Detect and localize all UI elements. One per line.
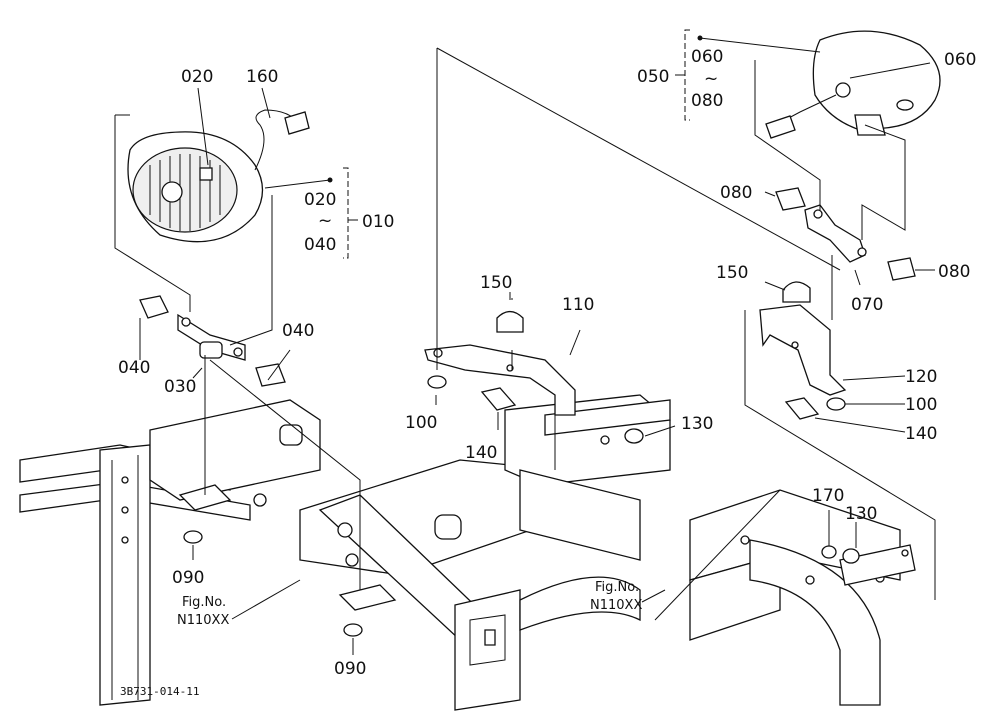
range-brackets [327, 29, 703, 259]
callout-120: 120 [905, 367, 937, 387]
fig-ref-right-label: Fig.No. [595, 580, 639, 595]
drawing-code: 3B731-014-11 [120, 685, 199, 698]
callout-040-left: 040 [118, 358, 150, 378]
callout-070: 070 [851, 295, 883, 315]
callout-140-left: 140 [465, 443, 497, 463]
callout-090-bottom: 090 [334, 659, 366, 679]
callout-130-mid: 130 [681, 414, 713, 434]
callout-040-range: 040 [304, 235, 336, 255]
callout-160: 160 [246, 67, 278, 87]
callout-030: 030 [164, 377, 196, 397]
assembly-lines [114, 37, 936, 655]
callout-130-bottom: 130 [845, 504, 877, 524]
range-tilde-left: ~ [318, 211, 332, 231]
callout-110: 110 [562, 295, 594, 315]
fig-ref-left-number: N110XX [177, 613, 229, 628]
callout-060: 060 [944, 50, 976, 70]
callout-100-left: 100 [405, 413, 437, 433]
callout-080-bolt: 080 [720, 183, 752, 203]
callout-020: 020 [181, 67, 213, 87]
callout-090-top: 090 [172, 568, 204, 588]
callout-010: 010 [362, 212, 394, 232]
center-bracket [424, 310, 644, 444]
fig-ref-left-label: Fig.No. [182, 595, 226, 610]
callout-170: 170 [812, 486, 844, 506]
range-tilde-right: ~ [704, 69, 718, 89]
right-work-light [759, 30, 941, 564]
callout-020-range: 020 [304, 190, 336, 210]
callout-150-right: 150 [716, 263, 748, 283]
callout-100-right: 100 [905, 395, 937, 415]
callout-labels: 020 160 020 ~ 040 010 040 030 040 090 09… [118, 47, 976, 698]
tractor-frame [19, 394, 916, 711]
callout-060-range: 060 [691, 47, 723, 67]
callout-080-right: 080 [938, 262, 970, 282]
callout-080-range: 080 [691, 91, 723, 111]
callout-040-right: 040 [282, 321, 314, 341]
left-work-light [127, 109, 397, 637]
callout-150-left: 150 [480, 273, 512, 293]
fig-ref-right-number: N110XX [590, 598, 642, 613]
callout-140-right: 140 [905, 424, 937, 444]
callout-050: 050 [637, 67, 669, 87]
